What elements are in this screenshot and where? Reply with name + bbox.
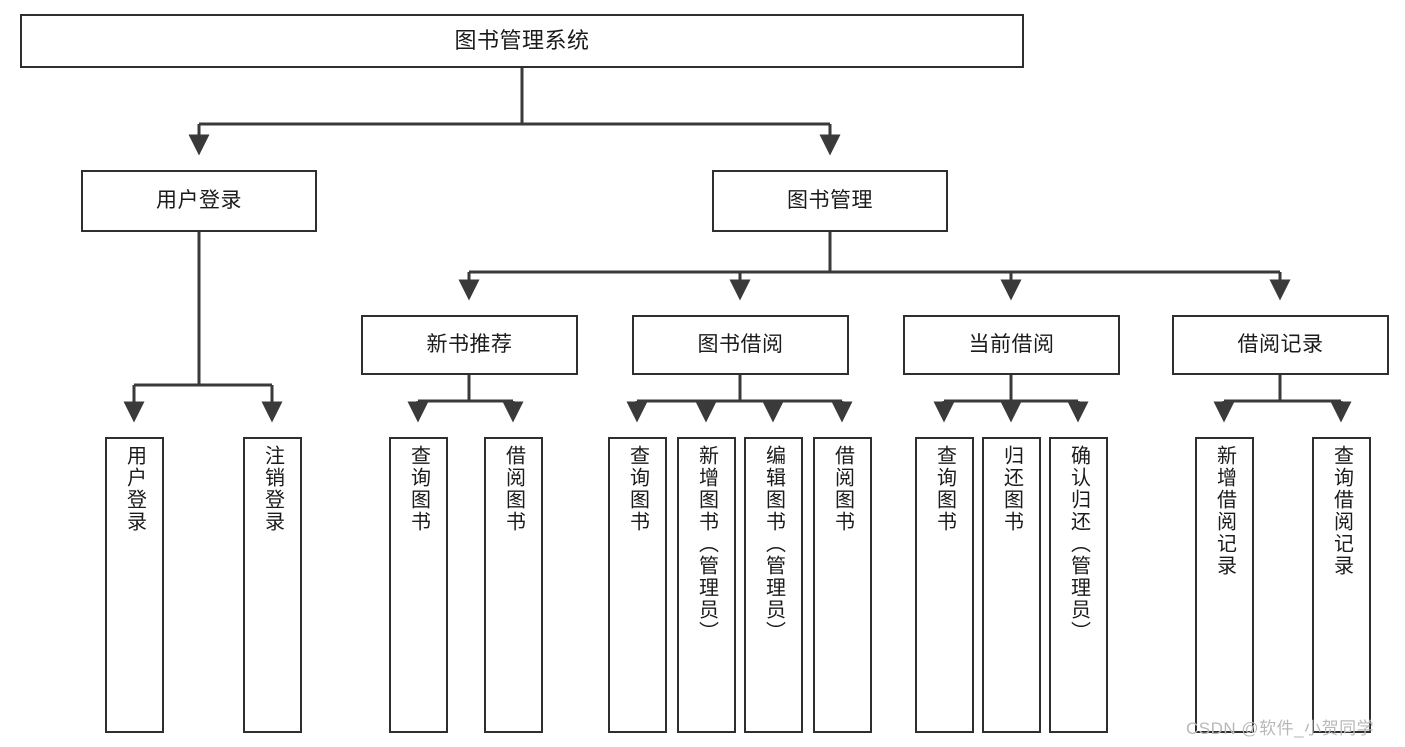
leaf-add-borrow-record[interactable]: 新增借阅记录 [1195,437,1254,733]
leaf-query-borrow-record[interactable]: 查询借阅记录 [1312,437,1371,733]
node-label: 借阅图书 [831,445,854,533]
leaf-query-book-current[interactable]: 查询图书 [915,437,974,733]
node-label: 图书管理 [787,189,873,213]
leaf-query-book-new-recommend[interactable]: 查询图书 [389,437,448,733]
node-label: 用户登录 [156,189,242,213]
leaf-user-login[interactable]: 用户登录 [105,437,164,733]
node-new-book-recommend[interactable]: 新书推荐 [361,315,578,375]
node-user-login[interactable]: 用户登录 [81,170,317,232]
leaf-borrow-book-borrow[interactable]: 借阅图书 [813,437,872,733]
node-label: 用户登录 [123,445,146,533]
node-label: 图书管理系统 [454,27,590,53]
leaf-confirm-return-admin[interactable]: 确认归还（管理员） [1049,437,1108,733]
node-label: 当前借阅 [968,333,1055,357]
csdn-watermark: CSDN @软件_小贺同学 [1186,719,1375,738]
leaf-edit-book-admin[interactable]: 编辑图书（管理员） [744,437,803,733]
node-label: 借阅记录 [1237,333,1324,357]
node-label: 编辑图书（管理员） [762,445,785,643]
node-root-book-management-system[interactable]: 图书管理系统 [20,14,1024,68]
node-label: 注销登录 [261,445,284,533]
node-label: 查询图书 [626,445,649,533]
leaf-borrow-book-new-recommend[interactable]: 借阅图书 [484,437,543,733]
node-label: 查询图书 [407,445,430,533]
node-book-management[interactable]: 图书管理 [712,170,948,232]
node-label: 查询借阅记录 [1330,445,1353,577]
leaf-add-book-admin[interactable]: 新增图书（管理员） [677,437,736,733]
node-label: 查询图书 [933,445,956,533]
node-book-borrow[interactable]: 图书借阅 [632,315,849,375]
node-label: 借阅图书 [502,445,525,533]
node-label: 归还图书 [1000,445,1023,533]
leaf-query-book-borrow[interactable]: 查询图书 [608,437,667,733]
node-label: 图书借阅 [697,333,784,357]
leaf-logout-login[interactable]: 注销登录 [243,437,302,733]
node-label: 确认归还（管理员） [1067,445,1090,643]
node-label: 新书推荐 [426,333,513,357]
node-borrow-record[interactable]: 借阅记录 [1172,315,1389,375]
node-label: 新增图书（管理员） [695,445,718,643]
leaf-return-book[interactable]: 归还图书 [982,437,1041,733]
node-current-borrow[interactable]: 当前借阅 [903,315,1120,375]
node-label: 新增借阅记录 [1213,445,1236,577]
